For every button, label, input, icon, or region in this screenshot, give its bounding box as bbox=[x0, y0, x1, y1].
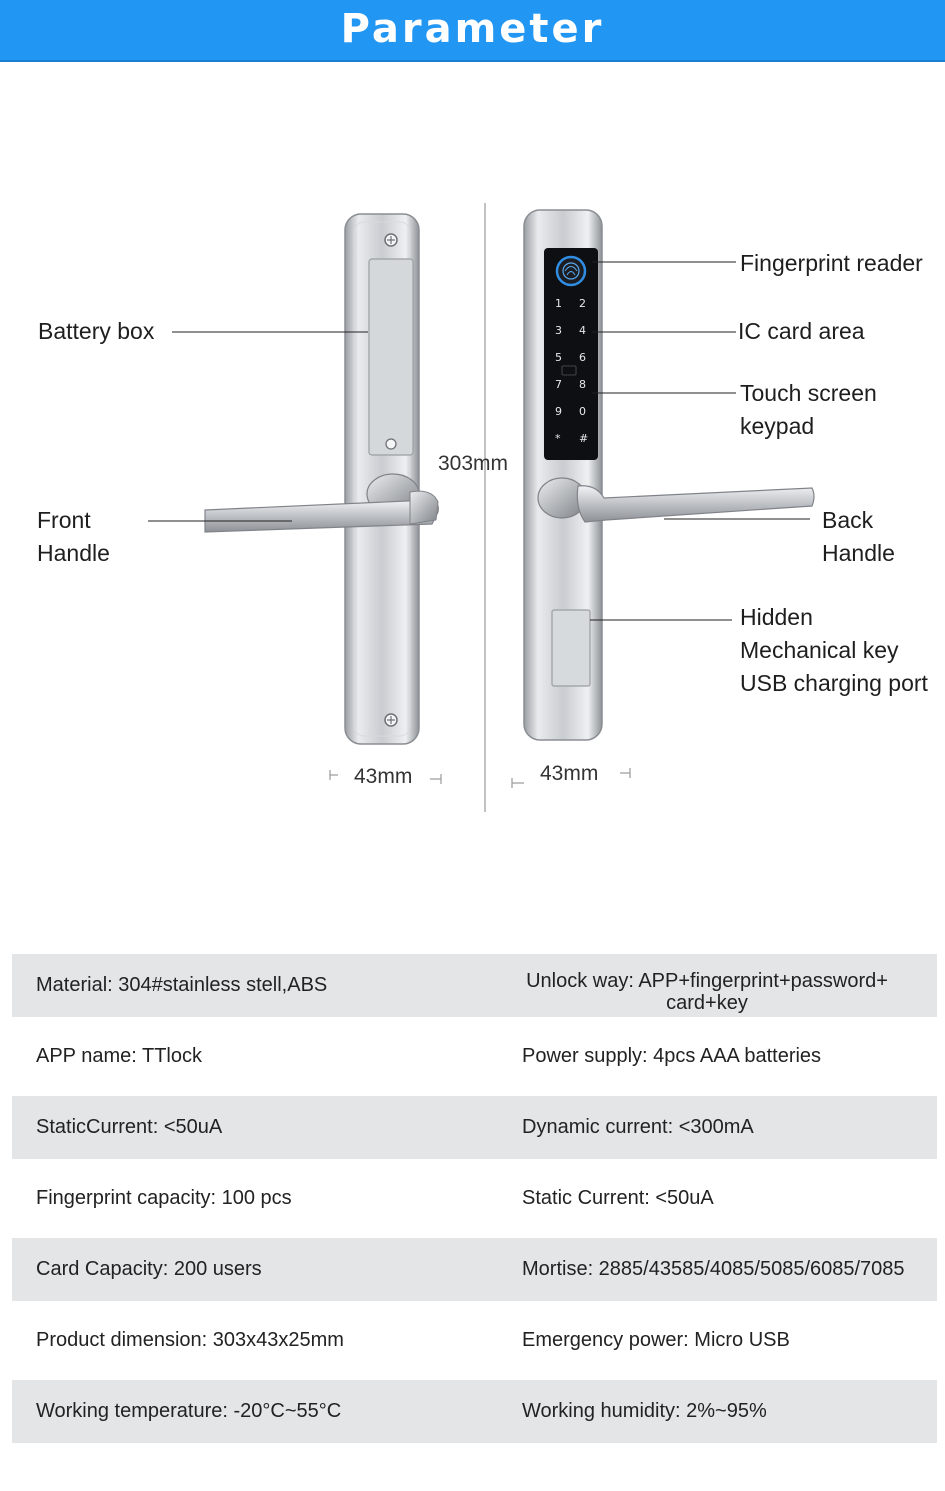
keypad-panel bbox=[544, 248, 598, 460]
screw-icon bbox=[385, 438, 397, 450]
spec-cell: Product dimension: 303x43x25mm bbox=[36, 1329, 344, 1351]
label-touch-keypad-2: keypad bbox=[740, 413, 815, 439]
battery-box-cover bbox=[368, 258, 414, 456]
back-lock-plate: 1 2 3 4 5 6 7 8 9 0 * # bbox=[523, 209, 603, 741]
keypad-key: 9 bbox=[555, 405, 562, 418]
keypad-key: 0 bbox=[579, 405, 586, 418]
label-hidden-1: Hidden bbox=[740, 604, 813, 630]
spec-cell: APP name: TTlock bbox=[36, 1045, 202, 1067]
table-row: APP name: TTlock Power supply: 4pcs AAA … bbox=[12, 1017, 937, 1096]
spec-cell: Unlock way: APP+fingerprint+password+ ca… bbox=[526, 970, 888, 1014]
hidden-cover bbox=[551, 609, 591, 687]
spec-cell: Static Current: <50uA bbox=[522, 1187, 714, 1209]
label-fingerprint-reader: Fingerprint reader bbox=[740, 250, 923, 276]
dimension-width-left: 43mm bbox=[354, 765, 413, 788]
label-front-handle-1: Front bbox=[37, 507, 91, 533]
keypad-key: # bbox=[579, 432, 588, 445]
spec-cell: Working humidity: 2%~95% bbox=[522, 1400, 767, 1422]
keypad-key: 6 bbox=[579, 351, 586, 364]
label-back-handle-2: Handle bbox=[822, 540, 895, 566]
keypad-key: 5 bbox=[555, 351, 562, 364]
spec-table: Material: 304#stainless stell,ABS Unlock… bbox=[12, 954, 937, 1443]
keypad-key: 3 bbox=[555, 324, 562, 337]
spec-cell: Fingerprint capacity: 100 pcs bbox=[36, 1187, 292, 1209]
keypad-key: 1 bbox=[555, 297, 562, 310]
lock-diagram: 1 2 3 4 5 6 7 8 9 0 * # bbox=[0, 62, 945, 942]
keypad-key: 4 bbox=[579, 324, 586, 337]
front-handle bbox=[204, 473, 439, 533]
callout-lines bbox=[148, 261, 810, 621]
label-battery-box: Battery box bbox=[38, 318, 155, 344]
lock-illustration: 1 2 3 4 5 6 7 8 9 0 * # bbox=[148, 203, 815, 812]
label-front-handle-2: Handle bbox=[37, 540, 110, 566]
keypad-key: 8 bbox=[579, 378, 586, 391]
spec-cell: Dynamic current: <300mA bbox=[522, 1116, 754, 1138]
keypad-digits: 1 2 3 4 5 6 7 8 9 0 * # bbox=[555, 297, 588, 445]
spec-cell: Mortise: 2885/43585/4085/5085/6085/7085 bbox=[522, 1258, 905, 1280]
label-back-handle-1: Back bbox=[822, 507, 874, 533]
header-banner: Parameter bbox=[0, 0, 945, 62]
label-hidden-3: USB charging port bbox=[740, 670, 928, 696]
keypad-key: 2 bbox=[579, 297, 586, 310]
keypad-key: * bbox=[555, 432, 561, 445]
back-handle bbox=[537, 477, 815, 523]
card-icon bbox=[561, 365, 577, 376]
spec-cell: StaticCurrent: <50uA bbox=[36, 1116, 223, 1138]
page-title: Parameter bbox=[340, 6, 605, 52]
spec-cell: Material: 304#stainless stell,ABS bbox=[36, 974, 328, 996]
keypad-key: 7 bbox=[555, 378, 562, 391]
dimension-lines bbox=[329, 203, 631, 812]
spec-cell: Card Capacity: 200 users bbox=[36, 1258, 262, 1280]
table-row: Product dimension: 303x43x25mm Emergency… bbox=[12, 1301, 937, 1380]
label-touch-keypad-1: Touch screen bbox=[740, 380, 877, 406]
table-row: Working temperature: -20°C~55°C Working … bbox=[12, 1380, 937, 1443]
table-row: StaticCurrent: <50uA Dynamic current: <3… bbox=[12, 1096, 937, 1159]
dimension-height: 303mm bbox=[438, 452, 509, 475]
spec-cell: Emergency power: Micro USB bbox=[522, 1329, 790, 1351]
table-row: Card Capacity: 200 users Mortise: 2885/4… bbox=[12, 1238, 937, 1301]
table-row: Fingerprint capacity: 100 pcs Static Cur… bbox=[12, 1159, 937, 1238]
spec-cell: Power supply: 4pcs AAA batteries bbox=[522, 1045, 822, 1067]
table-row: Material: 304#stainless stell,ABS Unlock… bbox=[12, 954, 937, 1017]
label-ic-card-area: IC card area bbox=[738, 318, 865, 344]
spec-cell: Working temperature: -20°C~55°C bbox=[36, 1400, 342, 1422]
label-hidden-2: Mechanical key bbox=[740, 637, 899, 663]
dimension-width-right: 43mm bbox=[540, 762, 599, 785]
